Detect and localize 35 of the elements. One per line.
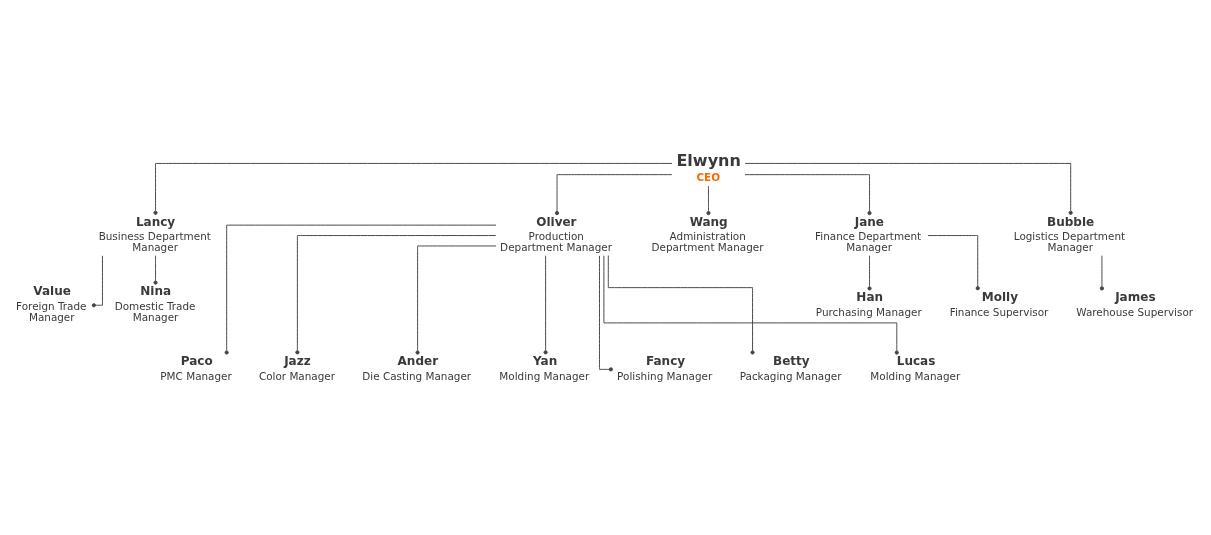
node-text: Han Purchasing Manager [815, 289, 922, 318]
node-text: Jane Finance Department Manager [815, 214, 922, 253]
connector [603, 254, 899, 355]
connector [706, 185, 711, 215]
node-text: Paco PMC Manager [160, 353, 232, 382]
connector [91, 254, 103, 307]
connector [543, 254, 548, 354]
connector [153, 254, 158, 285]
node-text: Molly Finance Supervisor [949, 289, 1049, 318]
node-text: Yan Molding Manager [499, 353, 590, 382]
node-text: Elwynn CEO [676, 150, 741, 183]
node-text: Nina Domestic Trade Manager [114, 283, 196, 323]
connector [1099, 254, 1104, 290]
connector [599, 254, 613, 371]
node-text: Betty Packaging Manager [739, 353, 842, 382]
node-text: Bubble Logistics Department Manager [1013, 214, 1126, 253]
connector [607, 254, 755, 355]
node-text: Ander Die Casting Manager [362, 353, 472, 382]
node-text: Lucas Molding Manager [870, 353, 961, 382]
node-text: Jazz Color Manager [258, 353, 336, 382]
connector [927, 234, 980, 290]
connector [224, 224, 497, 355]
connector [415, 245, 497, 355]
node-text: Oliver Production Department Manager [500, 214, 613, 253]
node-text: James Warehouse Supervisor [1076, 289, 1194, 318]
node-text: Wang Administration Department Manager [651, 214, 764, 253]
node-text: Lancy Business Department Manager [98, 214, 211, 253]
connector [153, 162, 673, 215]
node-text: Value Foreign Trade Manager [16, 283, 87, 323]
connector [867, 254, 872, 290]
connector [744, 173, 872, 215]
connector [295, 234, 497, 354]
connector [744, 162, 1073, 215]
connector [554, 173, 673, 215]
node-text: Fancy Polishing Manager [617, 353, 713, 382]
